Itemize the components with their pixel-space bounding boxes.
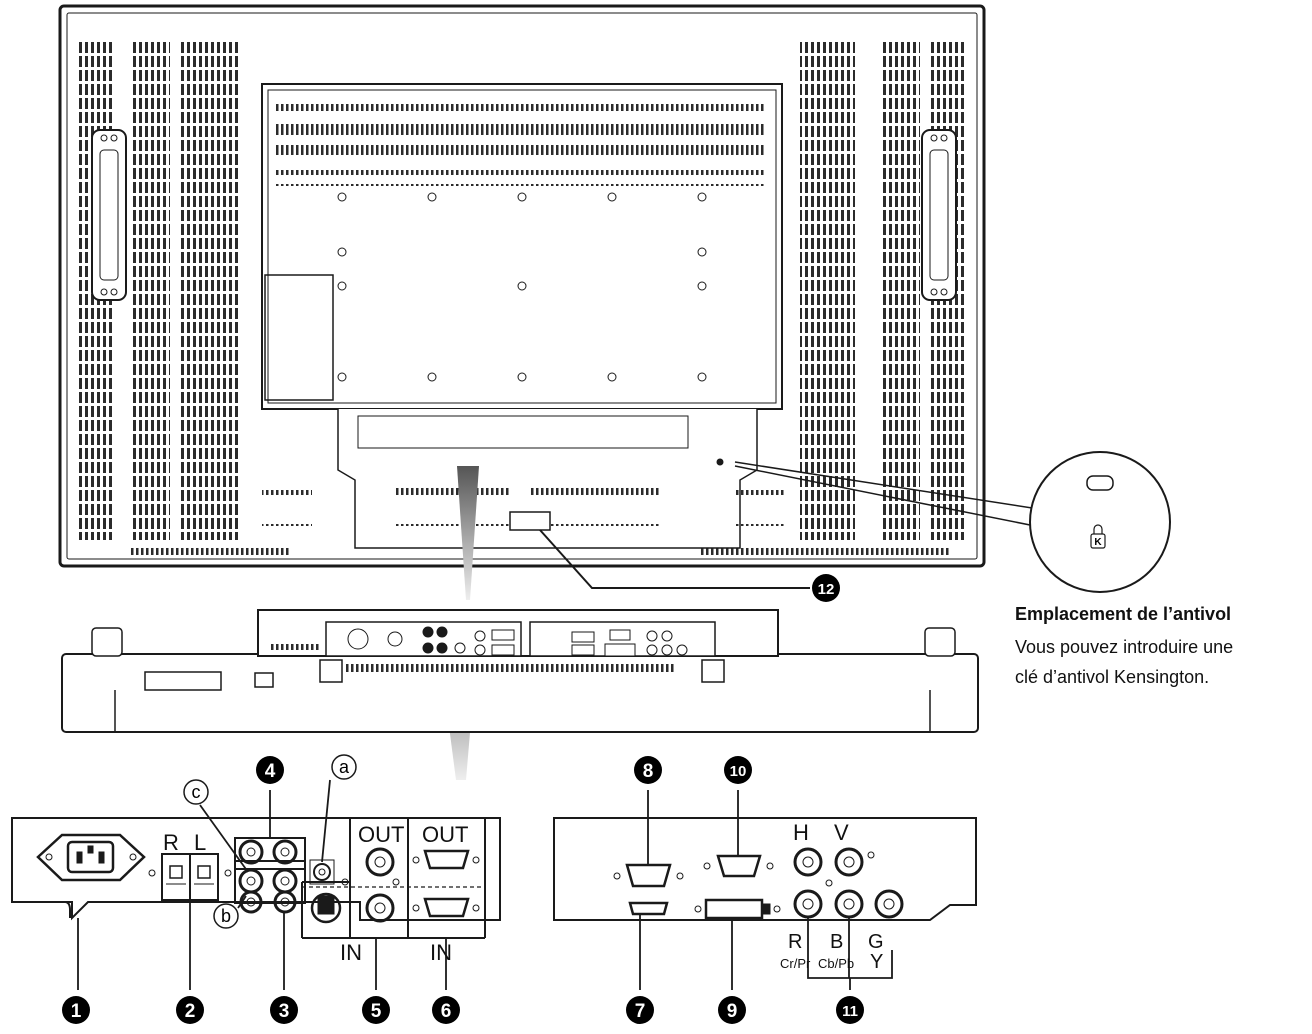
lock-callout-line-1: Vous pouvez introduire une	[1015, 637, 1234, 657]
badge-9: 9	[718, 996, 746, 1024]
badge-6: 6	[432, 996, 460, 1024]
ac-inlet	[36, 833, 146, 882]
badge-7: 7	[626, 996, 654, 1024]
badge-12: 12	[812, 574, 840, 602]
badge-group: 1 2 3 4 5 6 7 8 9 10 11 12	[62, 574, 864, 1024]
svg-text:c: c	[192, 782, 201, 802]
badge-2: 2	[176, 996, 204, 1024]
bottom-edge-view	[61, 609, 979, 733]
svg-text:b: b	[221, 906, 231, 926]
video-in-rca	[365, 893, 395, 923]
svg-text:8: 8	[643, 761, 654, 782]
label-y: Y	[870, 951, 883, 973]
svg-text:9: 9	[727, 1001, 738, 1022]
label-h: H	[793, 820, 809, 845]
lock-detail-zoom: K	[1029, 451, 1171, 593]
component-rca-block	[793, 847, 904, 919]
svg-text:5: 5	[371, 1001, 382, 1022]
label-v: V	[834, 820, 849, 845]
label-ypbpr-b: B	[830, 931, 843, 953]
label-in-rs232: IN	[430, 940, 452, 965]
rear-panel-view	[58, 4, 986, 568]
dvi-connector	[694, 898, 781, 920]
lock-callout-heading: Emplacement de l’antivol	[1015, 604, 1232, 624]
kensington-lock-icon	[1090, 533, 1106, 549]
svg-text:3: 3	[279, 1001, 290, 1022]
badge-11: 11	[836, 996, 864, 1024]
label-out-rs232: OUT	[422, 822, 468, 847]
rs232-out	[412, 849, 480, 870]
badge-1: 1	[62, 996, 90, 1024]
vga-connector-2	[703, 854, 774, 878]
badge-4: 4	[256, 756, 284, 784]
letter-callout-b: b	[213, 903, 239, 929]
lock-glyph: K	[1094, 537, 1102, 548]
label-cb-pb: Cb/Pb	[818, 956, 854, 971]
lock-callout-line-2: clé d’antivol Kensington.	[1015, 667, 1210, 687]
badge-5: 5	[362, 996, 390, 1024]
svg-text:1: 1	[71, 1001, 82, 1022]
label-ypbpr-g: G	[868, 931, 884, 953]
lock-callout: Emplacement de l’antivol Vous pouvez int…	[1015, 602, 1312, 690]
label-ypbpr-r: R	[788, 931, 802, 953]
badge-10: 10	[724, 756, 752, 784]
hdmi-connector	[628, 901, 669, 916]
svg-text:a: a	[339, 757, 350, 777]
zoom-beam-top	[457, 466, 479, 600]
terminal-panel-left	[11, 817, 501, 939]
video-out-rca	[365, 847, 395, 877]
terminal-panel-right	[553, 817, 977, 979]
vesa-holes	[337, 192, 707, 382]
label-r: R	[163, 830, 179, 855]
letter-callout-c: c	[183, 779, 209, 805]
svg-text:7: 7	[635, 1001, 646, 1022]
lock-leader-line	[734, 465, 1046, 529]
svg-text:10: 10	[730, 763, 747, 780]
label-in-video: IN	[340, 940, 362, 965]
letter-callout-a: a	[331, 754, 357, 780]
svg-text:4: 4	[265, 761, 276, 782]
vga-connector	[613, 863, 684, 888]
label-cr-pr: Cr/Pr	[780, 956, 811, 971]
label-l: L	[194, 830, 206, 855]
badge-3: 3	[270, 996, 298, 1024]
stand-leader-line	[539, 529, 810, 589]
badge-8: 8	[634, 756, 662, 784]
port-labels: R L OUT OUT IN IN H V R B G Cr/Pr Cb/Pb …	[163, 820, 884, 973]
svideo-in	[310, 892, 342, 924]
svg-text:6: 6	[441, 1001, 452, 1022]
badge-leaders	[77, 779, 851, 990]
label-out-video: OUT	[358, 822, 404, 847]
svg-text:12: 12	[818, 581, 835, 598]
speaker-terminals	[148, 853, 232, 901]
svg-text:11: 11	[842, 1003, 858, 1020]
rs232-in	[412, 897, 480, 918]
svg-text:2: 2	[185, 1001, 196, 1022]
lock-leader-line	[734, 461, 1046, 511]
